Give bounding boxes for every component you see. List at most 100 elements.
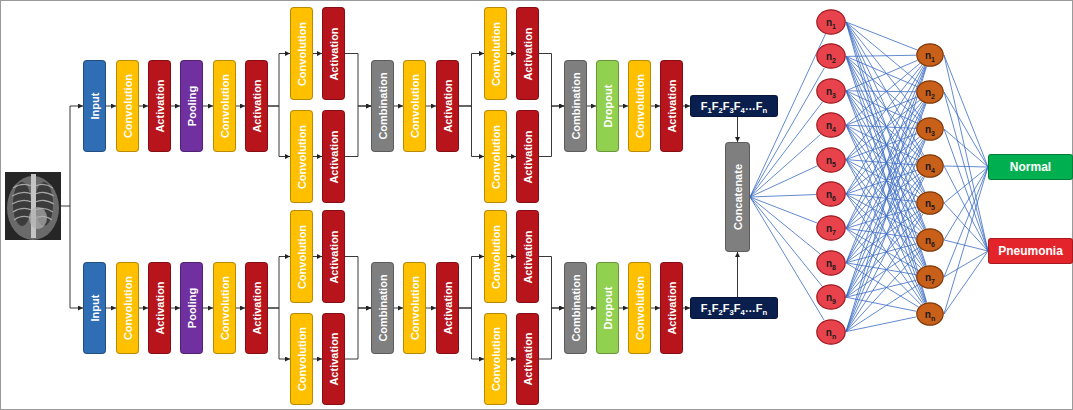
block-label: Convolution [408, 74, 421, 138]
flow-arrow [313, 359, 322, 360]
convolution-block: Convolution [116, 60, 139, 152]
activation-block: Activation [660, 60, 683, 152]
neuron-outline [917, 44, 943, 66]
block-label: Combination [569, 274, 582, 341]
flow-arrow [268, 106, 290, 157]
input-split-lines [61, 106, 83, 308]
network-link [944, 251, 988, 277]
convolution-block: Convolution [628, 60, 651, 152]
neuron-outline [817, 182, 845, 206]
chest-xray [5, 172, 61, 240]
flow-arrow [106, 308, 116, 309]
feature-vector: F1F2F3F4…Fn [690, 297, 778, 319]
neuron-label: n4 [826, 120, 836, 131]
feature-label: F1F2F3F4…Fn [701, 100, 768, 112]
neuron: n4 [816, 112, 846, 138]
flow-arrow [236, 308, 245, 309]
network-link [846, 66, 925, 228]
neuron: n7 [916, 265, 944, 289]
network-link [944, 167, 988, 314]
network-link [846, 55, 916, 56]
combination-block: Combination [371, 262, 394, 354]
activation-block: Activation [245, 262, 268, 354]
subscript: n [763, 106, 768, 115]
network-link [750, 166, 818, 197]
flow-arrow [203, 106, 213, 107]
flow-arrow [171, 106, 180, 107]
flow-arrow [313, 156, 322, 157]
convolution-block: Convolution [290, 313, 313, 405]
flow-arrow [426, 106, 436, 107]
input-block: Input [83, 262, 106, 354]
activation-block: Activation [322, 7, 345, 100]
block-label: Convolution [295, 224, 308, 288]
activation-block: Activation [660, 262, 683, 354]
neuron: n6 [916, 228, 944, 252]
subscript: 7 [931, 278, 935, 285]
flow-arrow [268, 308, 290, 359]
convolution-block: Convolution [290, 110, 313, 203]
network-link [846, 67, 926, 298]
flow-arrow [236, 106, 245, 107]
combination-block: Combination [371, 60, 394, 152]
block-label: Dropout [601, 287, 614, 330]
block-label: Dropout [601, 85, 614, 128]
neuron-outline [917, 118, 943, 140]
neuron-outline [817, 285, 845, 309]
flow-arrow [539, 308, 564, 359]
flow-arrow [619, 308, 628, 309]
combination-block: Combination [564, 262, 587, 354]
network-link [846, 91, 925, 266]
network-link [846, 249, 921, 331]
network-link [846, 213, 923, 331]
neuron: n1 [916, 43, 944, 67]
activation-block: Activation [516, 110, 539, 203]
neuron-label: n3 [826, 85, 836, 96]
neuron: n6 [816, 181, 846, 207]
flow-arrow [651, 308, 660, 309]
convolution-block: Convolution [116, 262, 139, 354]
neuron-label: n7 [826, 223, 836, 234]
network-link [846, 91, 916, 92]
subscript: 6 [931, 241, 935, 248]
subscript: 2 [931, 93, 935, 100]
neuron-outline [817, 319, 845, 343]
xray-ground [5, 172, 61, 240]
subscript: 3 [931, 130, 935, 137]
block-label: Activation [521, 332, 534, 385]
subscript: 1 [931, 56, 935, 63]
activation-block: Activation [148, 262, 171, 354]
subscript: 4 [931, 167, 935, 174]
neuron-outline [817, 44, 845, 68]
network-link [846, 317, 916, 332]
convolution-block: Convolution [213, 262, 236, 354]
activation-block: Activation [436, 60, 459, 152]
network-link [846, 125, 923, 230]
network-link [846, 67, 926, 332]
block-label: Convolution [218, 74, 231, 138]
flow-arrow [139, 308, 148, 309]
network-link [846, 22, 926, 265]
network-link [846, 22, 920, 84]
flow-arrow [268, 257, 290, 309]
block-label: Convolution [295, 124, 308, 188]
flow-arrow [394, 106, 403, 107]
block-label: Activation [250, 281, 263, 334]
network-link [750, 197, 820, 254]
neuron-label: n5 [925, 198, 935, 209]
flow-arrow [171, 308, 180, 309]
flow-arrow [345, 54, 371, 107]
neuron-label: n7 [925, 272, 935, 283]
network-link [944, 166, 988, 251]
block-label: Convolution [489, 224, 502, 288]
block-label: Activation [327, 230, 340, 283]
neuron: n2 [916, 80, 944, 104]
flow-arrow [507, 256, 516, 257]
convolution-block: Convolution [484, 313, 507, 405]
activation-block: Activation [436, 262, 459, 354]
neuron-label: nn [826, 326, 836, 337]
block-label: Input [88, 295, 101, 322]
subscript: 4 [741, 308, 745, 317]
neuron: n5 [916, 191, 944, 215]
neuron: n5 [816, 147, 846, 173]
